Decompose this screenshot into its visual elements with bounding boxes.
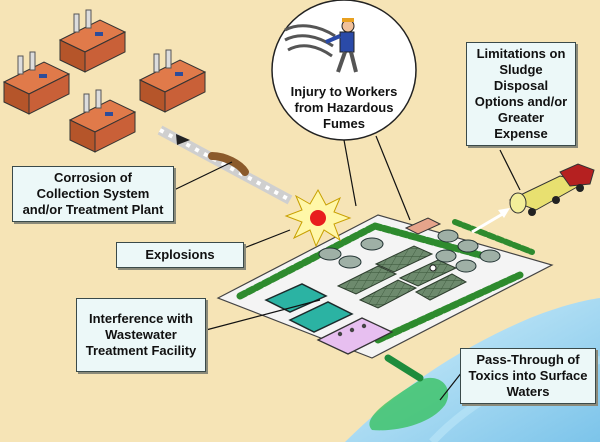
- filter-bed: [414, 273, 468, 301]
- clarifier-icon: [318, 229, 501, 273]
- filter-bed: [358, 279, 418, 309]
- corrosion-label: Corrosion of Collection System and/or Tr…: [12, 166, 174, 222]
- treatment-facility: [216, 214, 554, 359]
- explosions-text: Explosions: [145, 247, 215, 262]
- leader-lines: [173, 135, 521, 401]
- flow-arrow: [176, 134, 190, 145]
- factory-icon: [2, 9, 207, 153]
- passthrough-text: Pass-Through of Toxics into Surface Wate…: [468, 352, 588, 399]
- corrosion-text: Corrosion of Collection System and/or Tr…: [22, 170, 164, 217]
- sludge-label: Limitations on Sludge Disposal Options a…: [466, 42, 576, 146]
- interference-text: Interference with Wastewater Treatment F…: [85, 311, 197, 358]
- tank-truck-icon: [508, 163, 595, 216]
- passthrough-label: Pass-Through of Toxics into Surface Wate…: [460, 348, 596, 404]
- injury-label: Injury to Workers from Hazardous Fumes: [282, 84, 406, 132]
- sludge-arrow: [471, 210, 507, 234]
- filter-bed: [374, 245, 434, 273]
- interference-label: Interference with Wastewater Treatment F…: [76, 298, 206, 372]
- explosions-label: Explosions: [116, 242, 244, 268]
- aeration-basin: [288, 301, 354, 333]
- aeration-basin: [264, 283, 328, 313]
- filter-bed: [336, 265, 398, 295]
- worker-icon: [284, 18, 358, 73]
- outfall-plume-icon: [369, 377, 449, 431]
- outfall-pipe: [384, 354, 424, 382]
- control-building: [404, 217, 442, 235]
- injury-text: Injury to Workers from Hazardous Fumes: [290, 84, 398, 131]
- sludge-digester: [316, 317, 394, 355]
- sludge-text: Limitations on Sludge Disposal Options a…: [474, 46, 568, 141]
